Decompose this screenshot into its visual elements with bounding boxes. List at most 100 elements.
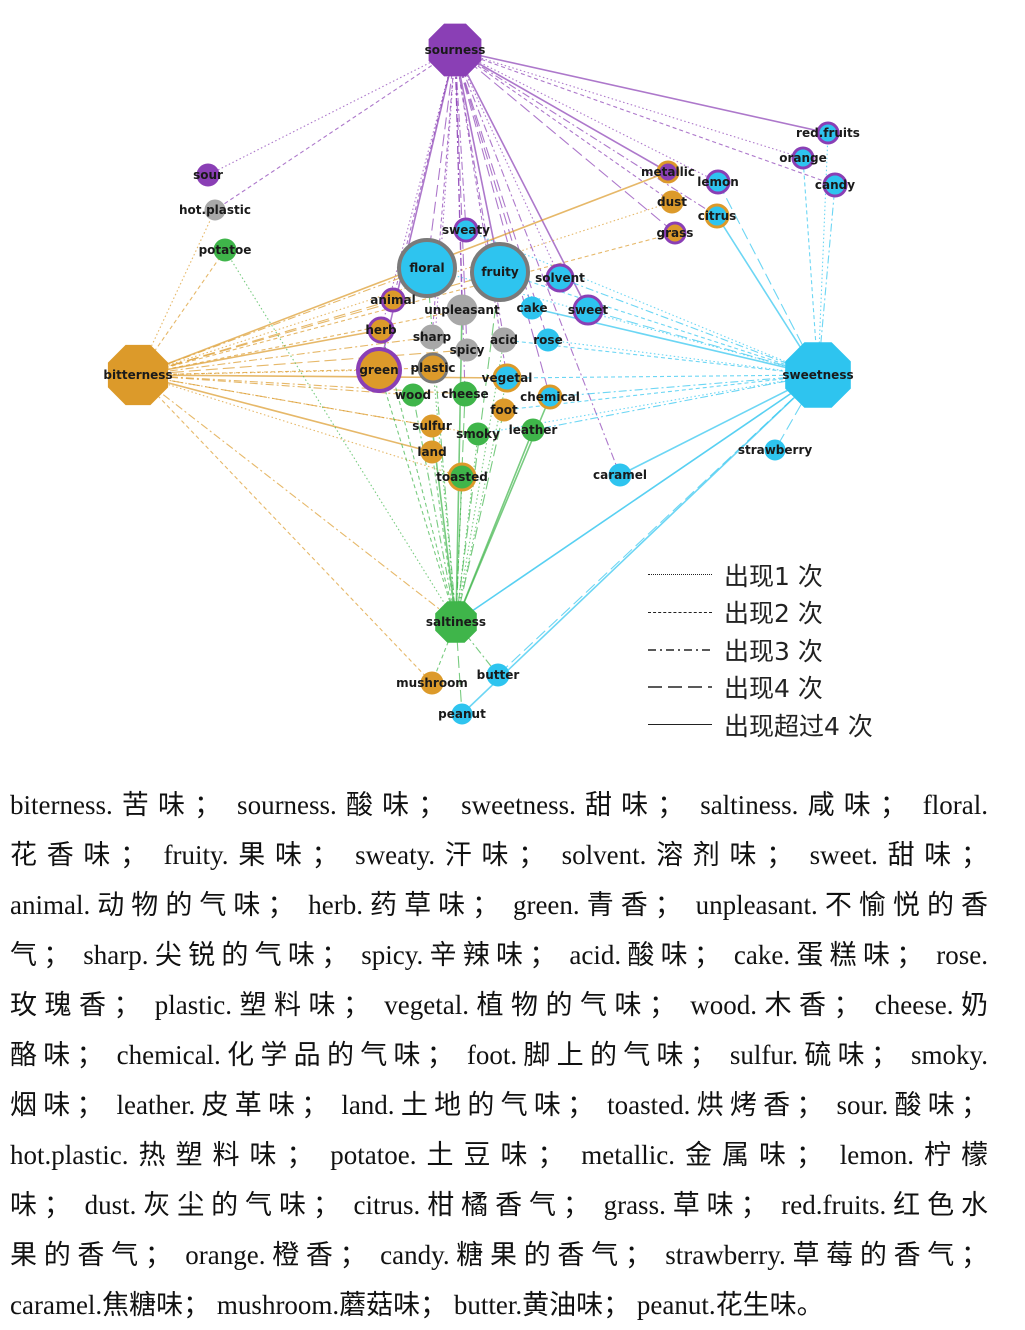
hub-saltiness: saltiness: [426, 601, 486, 643]
node-label: cheese: [441, 387, 488, 401]
edge-sweetness-rose: [547, 339, 819, 376]
node-label: rose: [533, 333, 562, 347]
node-label: spicy: [450, 343, 485, 357]
edge-sourness-green: [378, 49, 456, 371]
node-circle-icon: [453, 217, 479, 243]
edge-bitterness-smoky: [137, 374, 479, 435]
edge-saltiness-wood: [412, 394, 457, 623]
node-label: green: [359, 363, 398, 377]
caption-line: 气； sharp.尖锐的气味； spicy.辛辣味； acid.酸味； cake…: [10, 940, 988, 970]
node-label: potatoe: [199, 243, 252, 257]
edge-sourness-vegetal: [454, 49, 508, 379]
node-label: sulfur: [412, 419, 452, 433]
caption-line: 味； dust.灰尘的气味； citrus.柑橘香气； grass.草味； re…: [10, 1190, 988, 1220]
edge-sweetness-chemical: [549, 374, 819, 398]
edge-saltiness-green: [378, 369, 457, 623]
node-label: citrus: [698, 209, 737, 223]
node-sharp: sharp: [413, 324, 452, 350]
node-circle-icon: [705, 169, 731, 195]
edge-sweetness-sweaty: [465, 229, 819, 376]
legend-label: 出现3 次: [724, 636, 823, 666]
node-citrus: citrus: [698, 203, 737, 229]
node-label: grass: [657, 226, 694, 240]
node-circle-icon: [663, 221, 687, 245]
edge-saltiness-plastic: [432, 367, 457, 623]
octagon-hub-icon: [107, 344, 169, 406]
hub-sourness: sourness: [425, 23, 485, 77]
node-label: vegetal: [482, 371, 533, 385]
legend-item-1: 出现1 次: [648, 556, 873, 594]
octagon-hub-icon: [785, 342, 851, 408]
node-rose: rose: [533, 328, 563, 352]
node-label: dust: [657, 195, 687, 209]
node-circle-icon: [420, 440, 444, 464]
edge-sourness-dust: [454, 49, 673, 203]
node-label: solvent: [535, 271, 585, 285]
node-cake: cake: [516, 296, 548, 320]
node-label: unpleasant: [424, 303, 500, 317]
node-circle-icon: [704, 203, 730, 229]
node-circle-icon: [447, 462, 477, 492]
node-cheese: cheese: [441, 381, 489, 407]
node-acid: acid: [490, 327, 518, 353]
edge-sweetness-sweet: [587, 309, 819, 376]
edge-saltiness-herb: [380, 329, 457, 623]
node-label: wood: [395, 388, 431, 402]
node-red-fruits: red.fruits: [796, 121, 860, 145]
node-herb: herb: [365, 316, 397, 344]
node-butter: butter: [477, 663, 519, 687]
edges: [137, 49, 836, 715]
node-circle-icon: [204, 199, 226, 221]
node-circle-icon: [537, 384, 563, 410]
node-circle-icon: [451, 703, 473, 725]
node-sulfur: sulfur: [412, 414, 452, 438]
legend-label: 出现1 次: [724, 561, 823, 591]
node-circle-icon: [367, 316, 395, 344]
node-label: orange: [779, 151, 827, 165]
node-circle-icon: [452, 381, 478, 407]
legend-line-solid: [648, 724, 712, 726]
edge-bitterness-vegetal: [137, 374, 508, 379]
node-label: lemon: [697, 175, 739, 189]
node-label: sweaty: [442, 223, 490, 237]
node-land: land: [417, 440, 447, 464]
edge-bitterness-unpleasant: [137, 309, 463, 376]
edge-sourness-red_fruits: [454, 49, 829, 134]
node-label: cake: [516, 301, 547, 315]
node-label: candy: [815, 178, 855, 192]
edge-saltiness-land: [431, 451, 457, 623]
node-peanut: peanut: [438, 703, 486, 725]
caption-line: 玫瑰香； plastic.塑料味； vegetal.植物的气味； wood.木香…: [10, 990, 988, 1020]
node-label: sour: [193, 168, 223, 182]
edge-bitterness-saltiness_link: [137, 374, 457, 623]
node-potatoe: potatoe: [199, 238, 252, 262]
node-sweaty: sweaty: [442, 217, 490, 243]
node-circle-icon: [401, 383, 425, 407]
node-label: animal: [370, 293, 415, 307]
node-fruity: fruity: [470, 242, 530, 302]
node-circle-icon: [470, 242, 530, 302]
node-circle-icon: [521, 418, 545, 442]
node-solvent: solvent: [535, 263, 585, 293]
node-circle-icon: [791, 146, 815, 170]
node-lemon: lemon: [697, 169, 739, 195]
node-circle-icon: [486, 663, 510, 687]
node-vegetal: vegetal: [482, 363, 533, 393]
legend-line-dashed: [648, 611, 712, 613]
edge-sweetness-fruity: [499, 271, 819, 376]
edge-bitterness-spicy: [137, 349, 468, 376]
edge-sourness-sour: [207, 49, 456, 176]
edge-sweetness-lemon: [717, 181, 819, 376]
node-candy: candy: [815, 172, 855, 198]
octagon-hub-icon: [435, 601, 477, 643]
legend-item-4: 出现4 次: [648, 669, 873, 707]
edge-sourness-citrus: [454, 49, 718, 217]
edge-saltiness-peanut: [455, 621, 463, 715]
caption-line: biterness.苦味； sourness.酸味； sweetness.甜味；…: [10, 790, 988, 820]
node-strawberry: strawberry: [738, 439, 812, 461]
edge-sweetness-orange: [802, 157, 819, 376]
legend: 出现1 次 出现2 次 出现3 次 出现4 次 出现超过4 次: [648, 556, 873, 744]
node-orange: orange: [779, 146, 827, 170]
edge-sourness-hot_plastic: [214, 49, 456, 211]
edge-sweetness-foot: [503, 374, 819, 411]
